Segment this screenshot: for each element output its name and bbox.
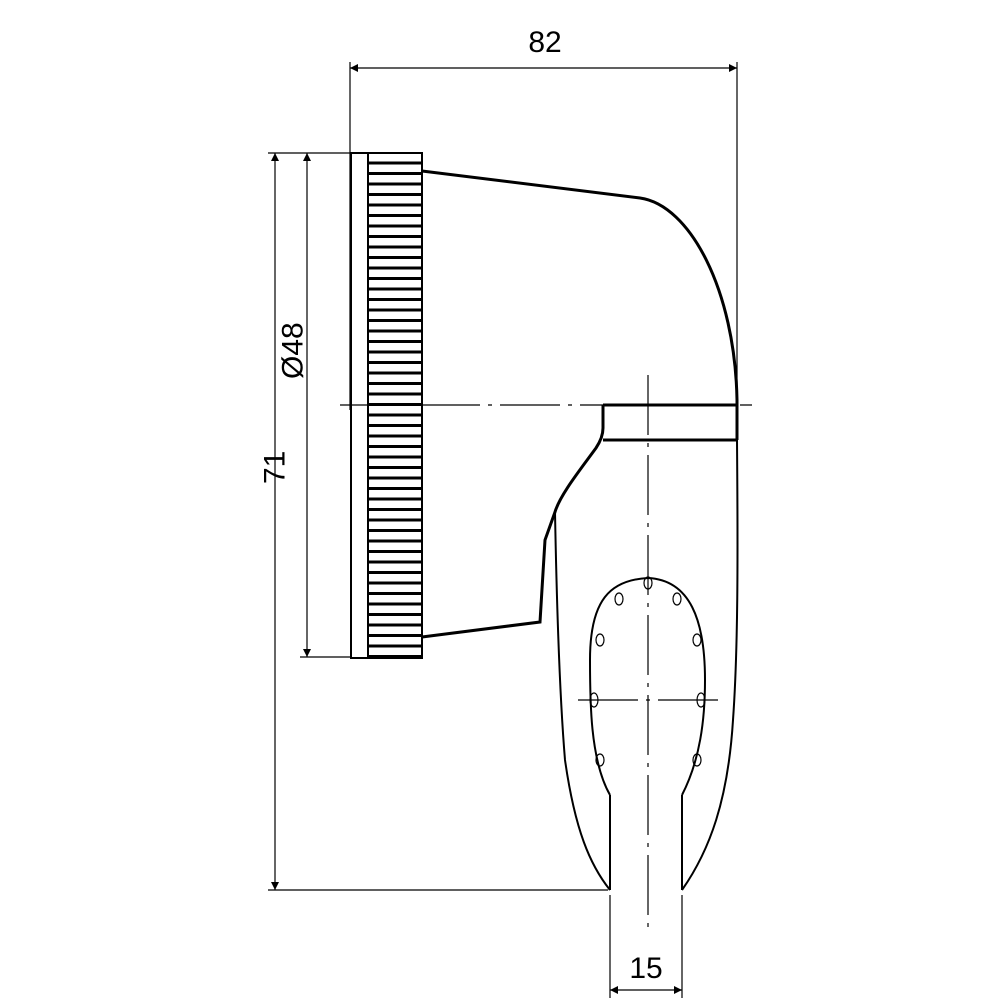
knurled-nut: [350, 152, 423, 659]
dimension-71-label: 71: [258, 451, 291, 484]
dimension-d48-label: Ø48: [277, 322, 310, 379]
dimension-15-label: 15: [629, 952, 662, 985]
dimension-height: 71: [258, 152, 608, 891]
dimension-diameter: Ø48: [277, 153, 350, 658]
dimension-slot: 15: [609, 895, 683, 998]
dimension-width: 82: [349, 26, 738, 410]
holder-body: [421, 169, 739, 891]
dimension-82-label: 82: [528, 26, 561, 59]
